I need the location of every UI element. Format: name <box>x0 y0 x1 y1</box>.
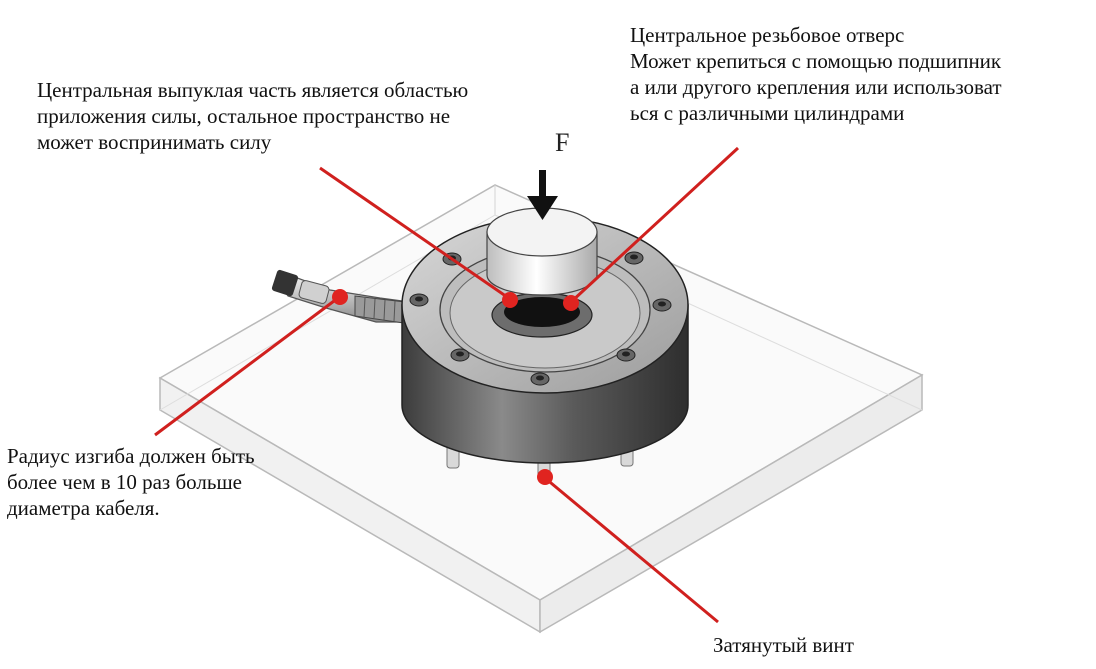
annotation-line: может воспринимать силу <box>37 130 272 154</box>
marker-dot <box>332 289 348 305</box>
force-symbol: F <box>555 128 570 157</box>
annotation-line: ься с различными цилиндрами <box>630 101 905 125</box>
annotation-bend-radius: Радиус изгиба должен быть более чем в 10… <box>7 443 255 521</box>
annotation-line: Радиус изгиба должен быть <box>7 444 255 468</box>
annotation-line: более чем в 10 раз больше <box>7 470 242 494</box>
annotation-screw: Затянутый винт <box>713 632 854 658</box>
marker-dot <box>563 295 579 311</box>
annotation-line: диаметра кабеля. <box>7 496 160 520</box>
annotation-line: Может крепиться с помощью подшипник <box>630 49 1002 73</box>
annotation-thread-hole: Центральное резьбовое отверс Может крепи… <box>630 22 1002 126</box>
annotation-line: а или другого крепления или использоват <box>630 75 1002 99</box>
leader-lines <box>154 146 740 624</box>
annotation-line: Затянутый винт <box>713 633 854 657</box>
annotation-line: Центральная выпуклая часть является обла… <box>37 78 469 102</box>
annotation-line: приложения силы, остальное пространство … <box>37 104 451 128</box>
force-arrow-icon <box>527 170 558 220</box>
annotation-center-force: Центральная выпуклая часть является обла… <box>37 77 468 155</box>
force-button <box>486 207 598 296</box>
marker-dot <box>537 469 553 485</box>
annotation-line: Центральное резьбовое отверс <box>630 23 905 47</box>
marker-dot <box>502 292 518 308</box>
